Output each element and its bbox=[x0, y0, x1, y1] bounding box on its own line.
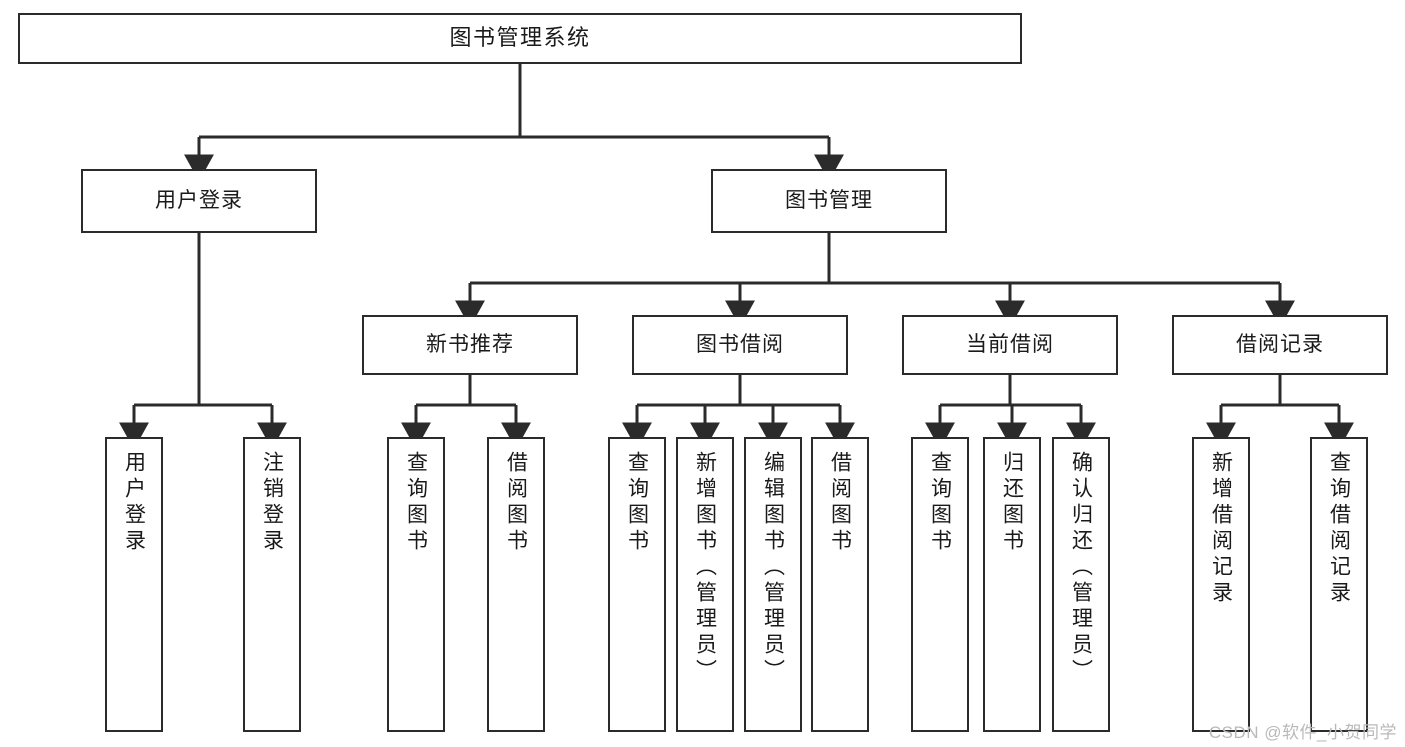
node-label: 用户登录 bbox=[155, 189, 243, 213]
node-leaf-logout[interactable]: 注销登录 bbox=[243, 437, 301, 732]
node-leaf-edit-book[interactable]: 编辑图书（管理员） bbox=[744, 437, 802, 732]
node-leaf-return[interactable]: 归还图书 bbox=[983, 437, 1041, 732]
node-label: 查询借阅记录 bbox=[1327, 451, 1351, 607]
node-book-manage[interactable]: 图书管理 bbox=[711, 169, 947, 233]
node-label: 查询图书 bbox=[928, 451, 952, 555]
node-leaf-query-rec[interactable]: 查询借阅记录 bbox=[1310, 437, 1368, 732]
node-label: 图书管理 bbox=[785, 189, 873, 213]
node-label: 图书管理系统 bbox=[449, 25, 591, 51]
node-leaf-borrow-1[interactable]: 借阅图书 bbox=[487, 437, 545, 732]
node-new-book-rec[interactable]: 新书推荐 bbox=[362, 315, 578, 375]
node-label: 用户登录 bbox=[122, 451, 146, 555]
node-label: 借阅记录 bbox=[1236, 333, 1324, 357]
node-label: 注销登录 bbox=[260, 451, 284, 555]
node-root[interactable]: 图书管理系统 bbox=[18, 13, 1022, 64]
node-label: 图书借阅 bbox=[696, 333, 784, 357]
node-borrow-record[interactable]: 借阅记录 bbox=[1172, 315, 1388, 375]
node-book-borrow[interactable]: 图书借阅 bbox=[632, 315, 848, 375]
node-leaf-query-1[interactable]: 查询图书 bbox=[387, 437, 445, 732]
node-leaf-query-2[interactable]: 查询图书 bbox=[608, 437, 666, 732]
node-leaf-add-book[interactable]: 新增图书（管理员） bbox=[676, 437, 734, 732]
node-leaf-confirm[interactable]: 确认归还（管理员） bbox=[1052, 437, 1110, 732]
node-leaf-user-login[interactable]: 用户登录 bbox=[105, 437, 163, 732]
node-label: 新增借阅记录 bbox=[1209, 451, 1233, 607]
node-label: 归还图书 bbox=[1000, 451, 1024, 555]
node-label: 确认归还（管理员） bbox=[1069, 451, 1093, 685]
edge-group bbox=[119, 64, 1354, 450]
node-current-borrow[interactable]: 当前借阅 bbox=[902, 315, 1118, 375]
node-label: 当前借阅 bbox=[966, 333, 1054, 357]
node-label: 新书推荐 bbox=[426, 333, 514, 357]
node-label: 新增图书（管理员） bbox=[693, 451, 717, 685]
node-user-login[interactable]: 用户登录 bbox=[81, 169, 317, 233]
node-label: 编辑图书（管理员） bbox=[761, 451, 785, 685]
node-label: 借阅图书 bbox=[828, 451, 852, 555]
node-leaf-add-rec[interactable]: 新增借阅记录 bbox=[1192, 437, 1250, 732]
node-label: 借阅图书 bbox=[504, 451, 528, 555]
node-leaf-borrow-2[interactable]: 借阅图书 bbox=[811, 437, 869, 732]
node-label: 查询图书 bbox=[625, 451, 649, 555]
node-leaf-query-3[interactable]: 查询图书 bbox=[911, 437, 969, 732]
node-label: 查询图书 bbox=[404, 451, 428, 555]
